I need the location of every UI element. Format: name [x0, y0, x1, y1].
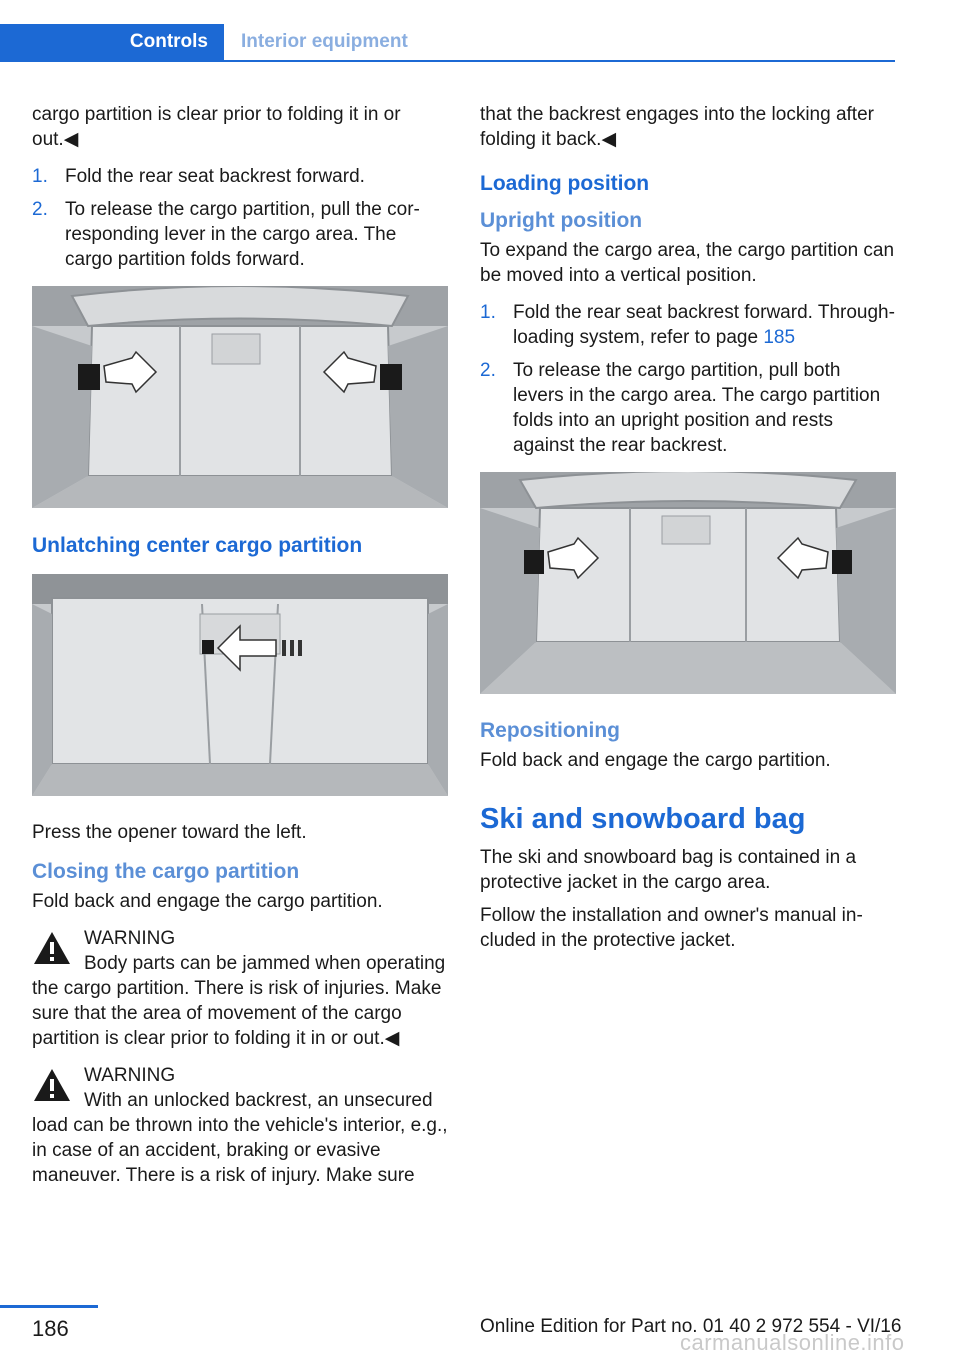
heading-unlatching: Unlatching center cargo partition: [32, 534, 363, 557]
list-item: 2. To release the cargo partition, pull …: [32, 197, 448, 272]
step-number: 1.: [32, 166, 48, 187]
header-tab-bar: Controls Interior equipment: [0, 24, 895, 62]
page-link[interactable]: 185: [763, 327, 796, 348]
left-column: cargo partition is clear prior to foldin…: [32, 102, 448, 1198]
warning-icon: [34, 1069, 70, 1101]
cargo-levers-figure: [32, 286, 448, 508]
step-number: 1.: [480, 302, 496, 323]
step-text: To release the cargo partition, pull bot…: [513, 360, 881, 456]
right-column: that the backrest engages into the locki…: [480, 102, 896, 961]
step-text: Fold the rear seat backrest forward. Thr…: [513, 302, 895, 348]
tab-controls[interactable]: Controls: [0, 24, 224, 60]
heading-upright-position: Upright position: [480, 209, 643, 232]
ski-bag-text-1: The ski and snowboard bag is contained i…: [480, 847, 857, 893]
upright-partition-figure: [480, 472, 896, 694]
footer-accent-line: [0, 1305, 98, 1308]
right-steps-list: 1. Fold the rear seat backrest forward. …: [480, 300, 896, 458]
tab-interior-equipment[interactable]: Interior equipment: [241, 31, 408, 52]
step-text: To release the cargo partition, pull the…: [65, 199, 420, 270]
closing-text: Fold back and engage the cargo partition…: [32, 891, 383, 912]
warning-title: WARNING: [84, 928, 176, 949]
warning-title: WARNING: [84, 1065, 176, 1086]
warning-icon: [34, 932, 70, 964]
repositioning-text: Fold back and engage the cargo partition…: [480, 750, 831, 771]
upright-text: To expand the cargo area, the cargo part…: [480, 240, 895, 286]
heading-ski-bag: Ski and snowboard bag: [480, 803, 806, 835]
step-number: 2.: [32, 199, 48, 220]
step-number: 2.: [480, 360, 496, 381]
page-number: 186: [32, 1316, 69, 1341]
press-opener-text: Press the opener toward the left.: [32, 822, 307, 843]
heading-closing: Closing the cargo partition: [32, 860, 300, 883]
warning-text: With an unlocked backrest, an unsecured …: [32, 1090, 448, 1186]
heading-loading-position: Loading position: [480, 172, 650, 195]
warning-text: Body parts can be jammed when operat­ing…: [32, 953, 446, 1049]
edition-text: Online Edition for Part no. 01 40 2 972 …: [480, 1316, 902, 1337]
list-item: 1. Fold the rear seat backrest forward. …: [480, 300, 896, 350]
left-steps-list: 1. Fold the rear seat backrest forward. …: [32, 164, 448, 272]
list-item: 2. To release the cargo partition, pull …: [480, 358, 896, 458]
warning-block-1: WARNING Body parts can be jammed when op…: [32, 926, 448, 1051]
left-intro-text: cargo partition is clear prior to foldin…: [32, 104, 401, 150]
center-partition-figure: [32, 574, 448, 796]
heading-repositioning: Repositioning: [480, 719, 620, 742]
ski-bag-text-2: Follow the installation and owner's manu…: [480, 905, 863, 951]
list-item: 1. Fold the rear seat backrest forward.: [32, 164, 448, 189]
step-text: Fold the rear seat backrest forward.: [65, 166, 365, 187]
right-intro-text: that the backrest engages into the locki…: [480, 104, 874, 150]
watermark-text: carmanualsonline.info: [680, 1330, 905, 1355]
warning-block-2: WARNING With an unlocked backrest, an un…: [32, 1063, 448, 1188]
